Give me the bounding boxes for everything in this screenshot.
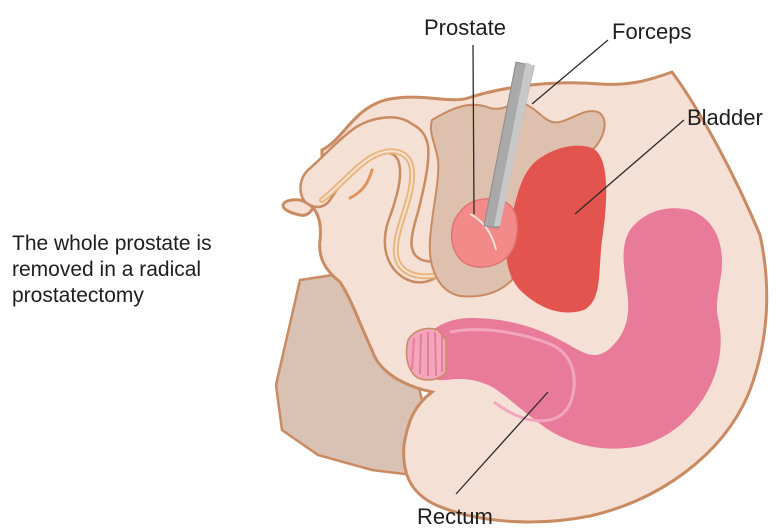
prostate-label: Prostate xyxy=(424,17,506,39)
caption-line-2: removed in a radical xyxy=(12,257,212,283)
prostate xyxy=(452,199,518,267)
caption-line-3: prostatectomy xyxy=(12,283,212,309)
caption-text: The whole prostate is removed in a radic… xyxy=(12,231,212,309)
caption-line-1: The whole prostate is xyxy=(12,231,212,257)
forceps-label: Forceps xyxy=(612,21,691,43)
bladder-label: Bladder xyxy=(687,107,763,129)
rectum-label: Rectum xyxy=(417,506,493,528)
